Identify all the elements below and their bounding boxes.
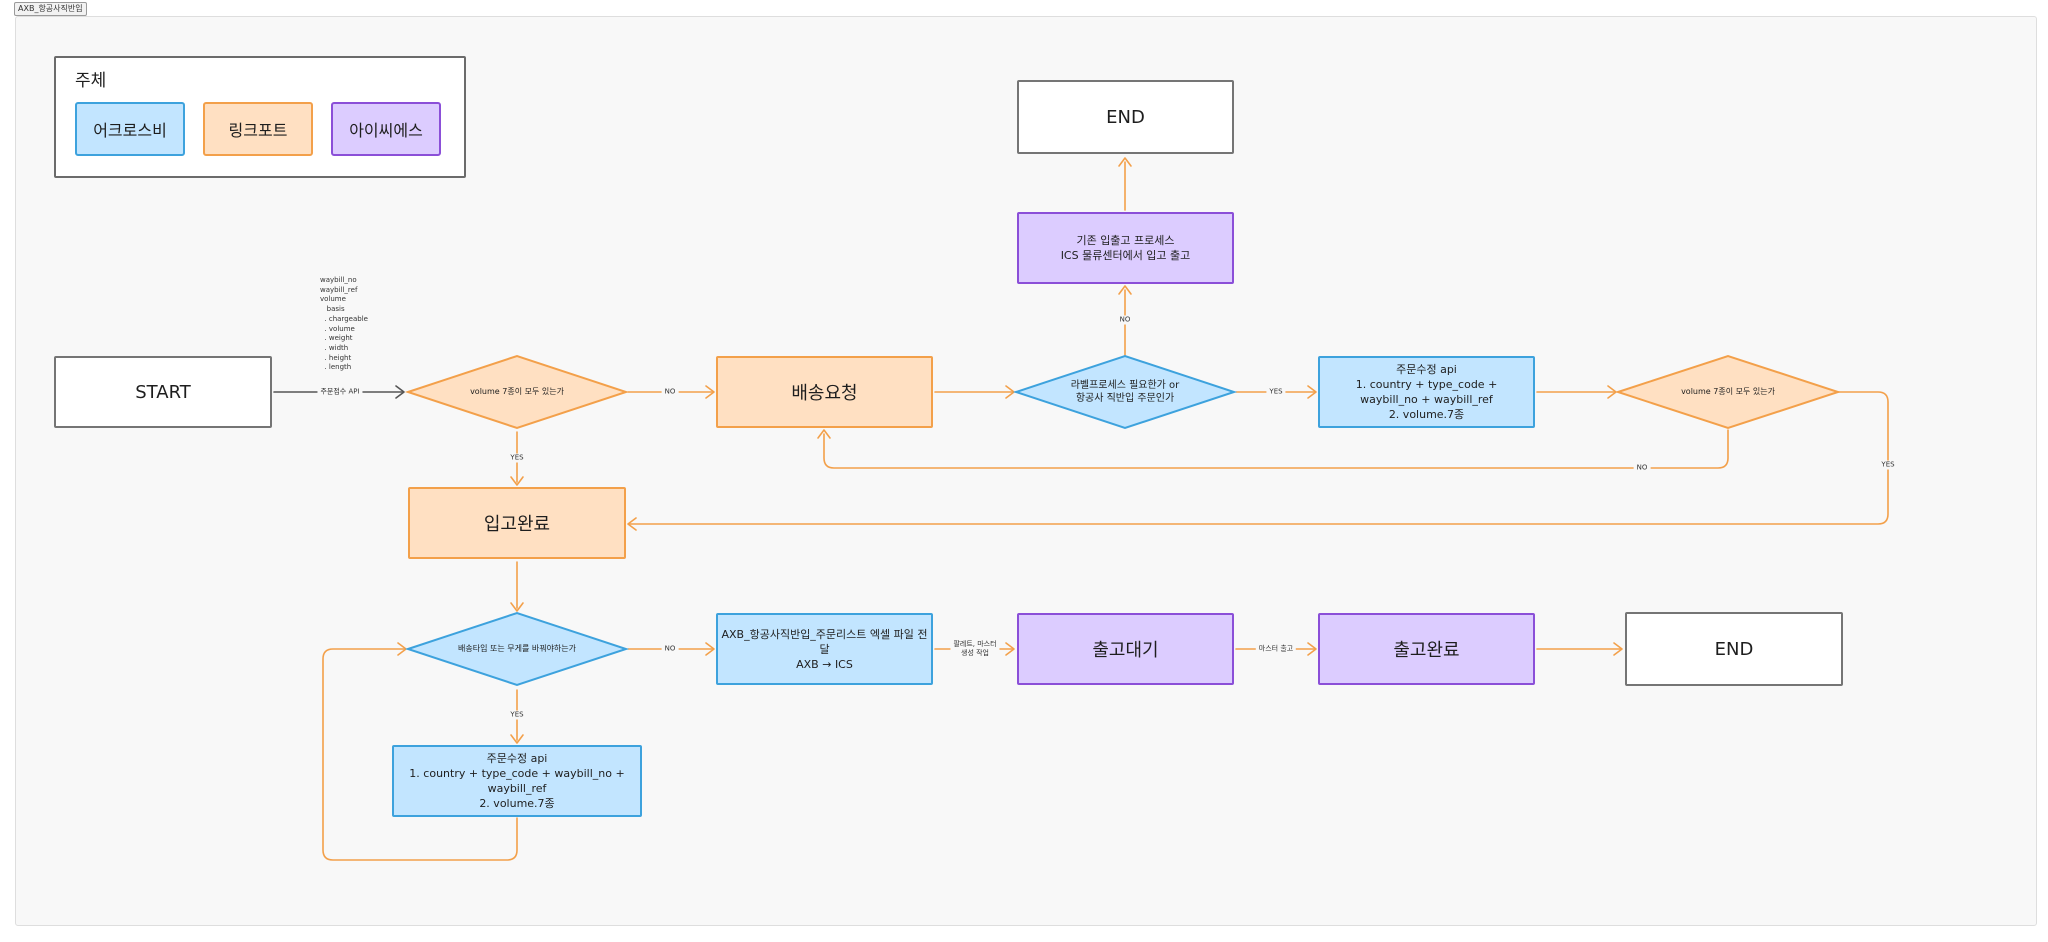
api-field: . length [320, 363, 352, 372]
api-field: volume [320, 295, 346, 304]
frame-title[interactable]: AXB_항공사직반입 [14, 2, 87, 16]
api-node-line: 2. volume.7종 [479, 797, 555, 810]
arrowhead [395, 385, 405, 399]
diamond-label-line: 항공사 직반입 주문인가 [1075, 393, 1175, 404]
api-field: waybill_ref [320, 285, 358, 294]
api-node-line: 주문수정 api [486, 752, 548, 765]
edge-label-yes: YES [1266, 387, 1286, 397]
arrowhead [1118, 285, 1132, 295]
diamond-weight-check [404, 611, 630, 687]
arrowhead [510, 734, 524, 744]
edge-label-pallet-line: 팔레트, 마스터 [953, 640, 997, 648]
diamond-label-line: 라벨프로세스 필요한가 or [1070, 380, 1180, 391]
edge-label-no: NO [1116, 315, 1134, 325]
api-node-line: 1. country + type_code + [1355, 378, 1498, 391]
api-field: . chargeable [320, 314, 368, 323]
edge-label-master-outbound: 마스터 출고 [1255, 644, 1297, 654]
api-node-line: waybill_no + waybill_ref [1360, 393, 1493, 406]
arrowhead [817, 429, 831, 439]
end-node-top[interactable]: END [1017, 80, 1234, 154]
edge-label-yes: YES [507, 453, 527, 463]
end-node-bottom[interactable]: END [1625, 612, 1843, 686]
api-node-line: 1. country + type_code + waybill_no + wa… [409, 767, 625, 795]
api-fields-note: waybill_no waybill_ref volume basis . ch… [320, 276, 368, 373]
diamond-volume-check-2-text: volume 7종이 모두 있는가 [1681, 387, 1775, 396]
diamond-label-process-text: 라벨프로세스 필요한가 or 항공사 직반입 주문인가 [1040, 377, 1210, 407]
arrowhead [1613, 642, 1623, 656]
start-node[interactable]: START [54, 356, 272, 428]
existing-process-node[interactable]: 기존 입출고 프로세스 ICS 물류센터에서 입고 출고 [1017, 212, 1234, 284]
excel-transfer-line: AXB_항공사직반입_주문리스트 엑셀 파일 전달 [721, 627, 928, 656]
api-field: . width [320, 343, 349, 352]
legend-title: 주체 [75, 71, 107, 91]
api-field: waybill_no [320, 276, 357, 284]
existing-process-line: 기존 입출고 프로세스 [1076, 234, 1175, 247]
outbound-waiting-node[interactable]: 출고대기 [1017, 613, 1234, 685]
arrowhead [627, 517, 637, 531]
order-update-api-node-top[interactable]: 주문수정 api 1. country + type_code + waybil… [1318, 356, 1535, 428]
edge-label-yes: YES [1878, 460, 1898, 470]
edge-label-pallet-line: 생성 작업 [961, 649, 989, 657]
api-field: . volume [320, 324, 355, 333]
delivery-request-node[interactable]: 배송요청 [716, 356, 933, 428]
api-node-line: 2. volume.7종 [1388, 408, 1465, 421]
diamond-label-process [1012, 354, 1238, 430]
arrowhead [705, 385, 715, 399]
api-field: . weight [320, 334, 353, 343]
legend-linkport: 링크포트 [203, 102, 313, 156]
diamond-weight-check-text: 배송타입 또는 무게를 바꿔야하는가 [457, 644, 577, 653]
legend-ics: 아이씨에스 [331, 102, 441, 156]
arrowhead [705, 642, 715, 656]
arrowhead [1307, 385, 1317, 399]
edge-label-no: NO [661, 644, 679, 654]
api-field: . height [320, 353, 352, 362]
edge-label-yes: YES [507, 710, 527, 720]
arrowhead [510, 476, 524, 486]
arrowhead [1118, 157, 1132, 167]
edge-volume2-no-to-delivery [823, 429, 1729, 469]
edge-label-order-api: 주문접수 API [317, 387, 363, 397]
arrowhead [1307, 642, 1317, 656]
legend-acrossb: 어크로스비 [75, 102, 185, 156]
excel-transfer-line: AXB → ICS [796, 657, 853, 671]
arrowhead [1005, 642, 1015, 656]
outbound-complete-node[interactable]: 출고완료 [1318, 613, 1535, 685]
edge-label-pallet: 팔레트, 마스터 생성 작업 [950, 640, 1000, 658]
diamond-volume-check-text: volume 7종이 모두 있는가 [470, 387, 564, 396]
existing-process-line: ICS 물류센터에서 입고 출고 [1060, 249, 1191, 262]
edge-label-no: NO [1633, 463, 1651, 473]
order-update-api-node-bottom[interactable]: 주문수정 api 1. country + type_code + waybil… [392, 745, 642, 817]
arrowhead [510, 602, 524, 612]
diamond-volume-check-2 [1614, 354, 1842, 430]
api-node-line: 주문수정 api [1396, 363, 1457, 376]
edge-volume2-yes-to-inbound [629, 391, 1889, 525]
inbound-complete-node[interactable]: 입고완료 [408, 487, 626, 559]
excel-transfer-node[interactable]: AXB_항공사직반입_주문리스트 엑셀 파일 전달 AXB → ICS [716, 613, 933, 685]
diamond-volume-check [404, 354, 630, 430]
api-field: basis [320, 305, 345, 314]
legend-panel: 주체 어크로스비 링크포트 아이씨에스 [54, 56, 466, 178]
edge-api-loop-to-weight [322, 648, 518, 861]
edge-label-no: NO [661, 387, 679, 397]
